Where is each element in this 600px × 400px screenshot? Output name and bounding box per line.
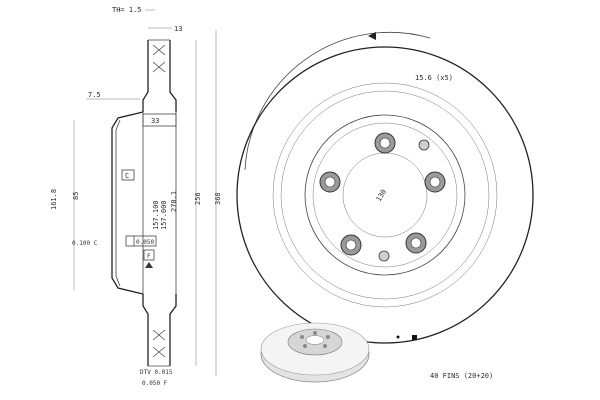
bolt-hole-bore — [410, 237, 422, 249]
bolt-hole-bore — [429, 176, 441, 188]
pcd-label: 130 — [375, 188, 388, 203]
vent-hatch-top — [152, 44, 166, 73]
dtv-label: DTV 0.015 — [140, 369, 173, 376]
flange-outer-bottom — [142, 294, 149, 366]
disc-3d-bore — [305, 335, 325, 345]
friction-ring-inner-circle — [280, 90, 490, 300]
friction-ring-circle — [272, 82, 498, 308]
tolerance-box — [125, 235, 157, 247]
flatness-label: 0.050 F — [142, 380, 168, 387]
vent-hatch-bottom — [152, 329, 166, 358]
thickness-label: TH= 1.5 — [112, 6, 142, 14]
hat-outer-circle — [304, 114, 466, 276]
bolt-hole-bore — [324, 176, 336, 188]
section-view: TH= 1.5 13 7.5 33 C 157.100 157.000 0.05… — [50, 6, 222, 387]
mark-square-icon — [412, 335, 417, 340]
runout-label: 0.100 C — [72, 240, 98, 247]
bore-tol-1: 157.100 — [152, 200, 160, 230]
mark-dot-icon — [396, 335, 400, 339]
hat-inner-profile — [115, 119, 121, 287]
rotation-arc — [244, 31, 431, 171]
locator-hole-icon — [418, 139, 430, 151]
width-label: 33 — [151, 117, 159, 125]
datum-f-box — [143, 249, 155, 261]
bolt-hole-bore — [379, 137, 391, 149]
rotor-outer-circle — [236, 46, 534, 344]
disc-3d-bolt-icon — [323, 344, 327, 348]
left-dia-label: 161.8 — [50, 189, 58, 210]
flange-outer-top — [142, 40, 149, 112]
hat-depth-label: 7.5 — [88, 91, 101, 99]
bolt-holes — [319, 132, 446, 256]
hat-inner-circle — [312, 122, 458, 268]
locator-hole-icon — [378, 250, 390, 262]
datum-f-triangle-icon — [145, 262, 153, 268]
holes-label: 15.6 (x5) — [415, 74, 453, 82]
bore-tol-2: 157.000 — [160, 200, 168, 230]
hat-dia-label: 270.1 — [170, 191, 178, 212]
face-view: 15.6 (x5) 130 40 FINS (20+20) — [236, 31, 534, 380]
fins-label: 40 FINS (20+20) — [430, 372, 493, 380]
rotation-arrow-icon — [368, 32, 376, 40]
bolt-hole-bore — [345, 239, 357, 251]
tolerance-label: 0.050 — [136, 239, 154, 246]
outer-dia-label: 256 — [194, 192, 202, 205]
disc-3d-bolt-icon — [313, 331, 317, 335]
datum-c-box — [121, 169, 135, 181]
hat-profile — [111, 111, 144, 295]
inner-dia-label: 85 — [72, 192, 80, 200]
disc-3d-render — [260, 322, 370, 383]
disc-3d-bolt-icon — [300, 335, 304, 339]
rotor-dia-label: 368 — [214, 192, 222, 205]
datum-f-label: F — [147, 253, 151, 260]
datum-c-label: C — [125, 172, 129, 180]
width-box — [142, 113, 177, 127]
disc-3d-bolt-icon — [303, 344, 307, 348]
offset-label: 13 — [174, 25, 182, 33]
flange-inner-top — [169, 40, 177, 112]
disc-3d-bolt-icon — [326, 335, 330, 339]
flange-inner-bottom — [169, 294, 177, 366]
